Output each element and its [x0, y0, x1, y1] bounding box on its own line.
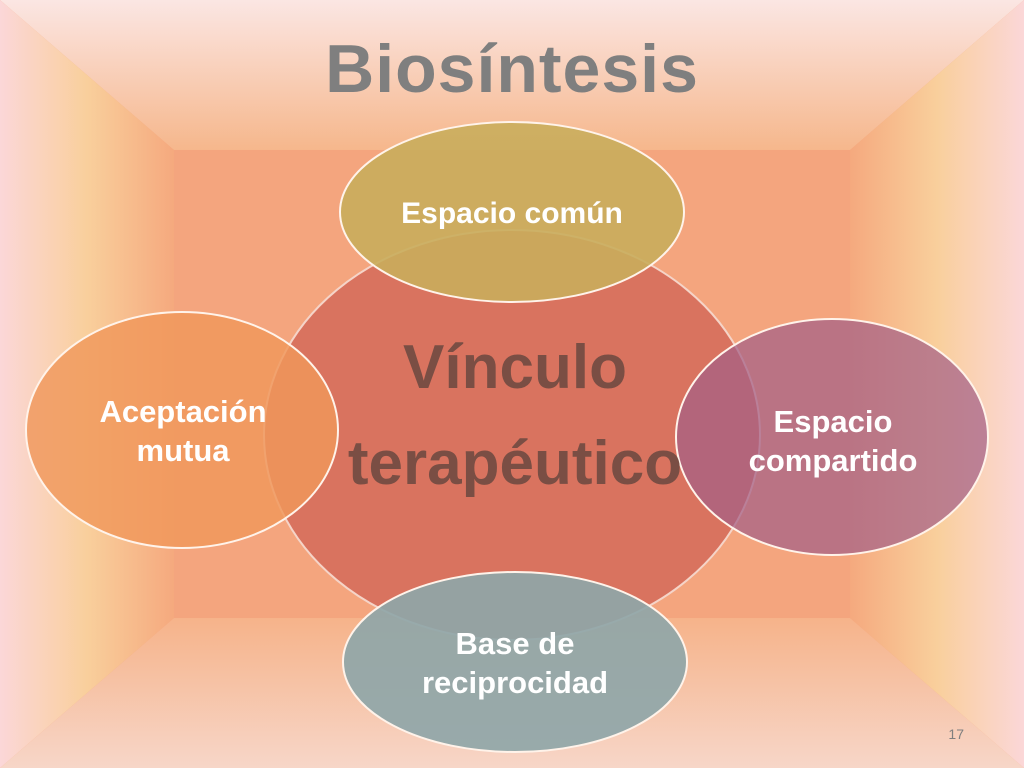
- node-left-label: Aceptación mutua: [99, 394, 267, 468]
- node-left-ellipse: [25, 311, 339, 549]
- center-label: Vínculo terapéutico: [300, 320, 730, 540]
- node-top-ellipse: [339, 121, 685, 303]
- node-right-label: Espacio compartido: [748, 404, 918, 478]
- center-label-line2: terapéutico: [347, 429, 683, 498]
- center-label-line1: Vínculo: [403, 333, 627, 402]
- node-top-label: Espacio común: [401, 197, 623, 231]
- page-number: 17: [948, 726, 964, 742]
- node-bottom-label: Base de reciprocidad: [421, 626, 609, 700]
- node-bottom-ellipse: [342, 571, 688, 753]
- slide-title: Biosíntesis: [325, 31, 699, 107]
- node-right-ellipse: [675, 318, 989, 556]
